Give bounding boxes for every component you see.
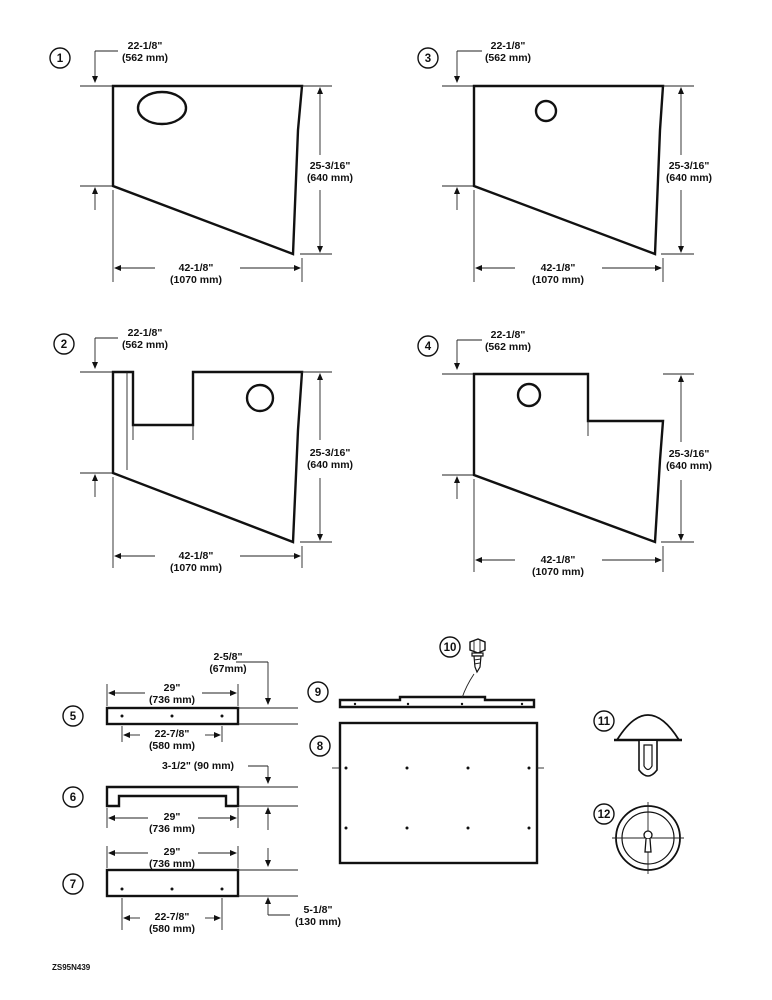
panel-1-width-mm: (562 mm) [122,52,168,64]
part-5: 5 29" (736 mm) 22-7/8" (580 mm) 2-5/8" (… [62,651,298,752]
panel-4-length-mm: (1070 mm) [532,566,584,578]
panel-3-width-mm: (562 mm) [485,52,531,64]
callout-1: 1 [57,53,64,65]
panel-3-hole [534,99,558,123]
panel-3-outline [472,84,665,256]
part-7-height: 5-1/8" [304,904,333,916]
callout-5: 5 [70,711,77,723]
panel-3-length-mm: (1070 mm) [532,274,584,286]
panel-1-hole [136,90,188,126]
callout-3-circle [417,47,439,69]
panel-4-width-mm: (562 mm) [485,341,531,353]
panel-1-length-mm: (1070 mm) [170,274,222,286]
knob-icon [614,714,682,777]
panel-3-width: 22-1/8" [491,40,526,52]
callout-9-circle [307,681,329,703]
part-9-strip [338,695,536,709]
panel-4-hole [516,382,542,408]
callout-5-circle [62,705,84,727]
part-7-height-mm: (130 mm) [295,916,341,928]
callout-2-circle [53,333,75,355]
callout-4-circle [417,335,439,357]
part-6-length: 29" [164,811,181,823]
panel-2-length: 42-1/8" [179,550,214,562]
panel-2-length-mm: (1070 mm) [170,562,222,574]
panel-4-width: 22-1/8" [491,329,526,341]
part-7: 7 29" (736 mm) 5-1/8" (130 mm) 22-7/8" (… [62,846,341,935]
panel-4-length: 42-1/8" [541,554,576,566]
part-7-rail [105,868,240,898]
panel-3: 3 22-1/8" (562 mm) 25-3/16" (640 mm) 42-… [417,40,712,286]
panel-2-width: 22-1/8" [128,327,163,339]
part-5-hole-span-mm: (580 mm) [149,740,195,752]
part-5-height-mm: (67mm) [209,663,246,675]
panel-1-width: 22-1/8" [128,40,163,52]
callout-12: 12 [598,809,611,821]
panel-2: 2 22-1/8" (562 mm) 25-3/16" (640 mm) 42-… [53,327,353,574]
part-12: 12 [593,802,684,874]
part-7-length-mm: (736 mm) [149,858,195,870]
figure-code: ZS95N439 [52,963,91,972]
panel-1-outline [111,84,304,256]
part-11: 11 [593,710,682,777]
part-5-rail [105,706,240,726]
callout-11-circle [593,710,615,732]
callout-1-circle [49,47,71,69]
callout-7-circle [62,873,84,895]
part-8-plate [338,721,539,865]
panel-1-length: 42-1/8" [179,262,214,274]
part-6-length-mm: (736 mm) [149,823,195,835]
callout-11: 11 [598,716,611,728]
callout-9: 9 [315,687,321,699]
callout-12-circle [593,803,615,825]
panel-2-outline [111,370,304,544]
panel-3-height-mm: (640 mm) [666,172,712,184]
part-5-height: 2-5/8" [214,651,243,663]
panel-3-length: 42-1/8" [541,262,576,274]
panel-4-height-mm: (640 mm) [666,460,712,472]
callout-8-circle [309,735,331,757]
panel-4-outline [472,372,665,544]
callout-10: 10 [444,642,457,654]
callout-3: 3 [425,53,431,65]
panel-4-height: 25-3/16" [669,448,710,460]
part-7-hole-span-mm: (580 mm) [149,923,195,935]
panel-2-height: 25-3/16" [310,447,351,459]
part-5-hole-span: 22-7/8" [155,728,190,740]
keyhole-cover-icon [612,802,684,874]
panel-1-height: 25-3/16" [310,160,351,172]
part-5-length: 29" [164,682,181,694]
callout-6: 6 [70,792,76,804]
part-5-length-mm: (736 mm) [149,694,195,706]
part-6: 6 3-1/2" (90 mm) 29" (736 mm) [62,760,298,835]
callout-4: 4 [425,341,432,353]
panel-3-height: 25-3/16" [669,160,710,172]
part-10: 10 [439,636,486,699]
part-8: 8 [309,721,544,865]
part-7-hole-span: 22-7/8" [155,911,190,923]
callout-2: 2 [61,339,67,351]
panel-2-width-mm: (562 mm) [122,339,168,351]
panel-1: 1 22-1/8" (562 mm) 25-3/16" (640 mm) 42-… [49,40,353,286]
panel-4: 4 22-1/8" (562 mm) 25-3/16" (640 mm) 42-… [417,329,712,578]
panel-1-height-mm: (640 mm) [307,172,353,184]
panel-2-hole [245,383,275,413]
panel-2-height-mm: (640 mm) [307,459,353,471]
part-7-length: 29" [164,846,181,858]
callout-6-circle [62,786,84,808]
screw-icon [469,638,486,674]
part-9: 9 [307,681,536,709]
part-6-height: 3-1/2" (90 mm) [162,760,234,772]
callout-8: 8 [317,741,324,753]
callout-10-circle [439,636,461,658]
callout-7: 7 [70,879,76,891]
part-6-rail [105,785,240,808]
